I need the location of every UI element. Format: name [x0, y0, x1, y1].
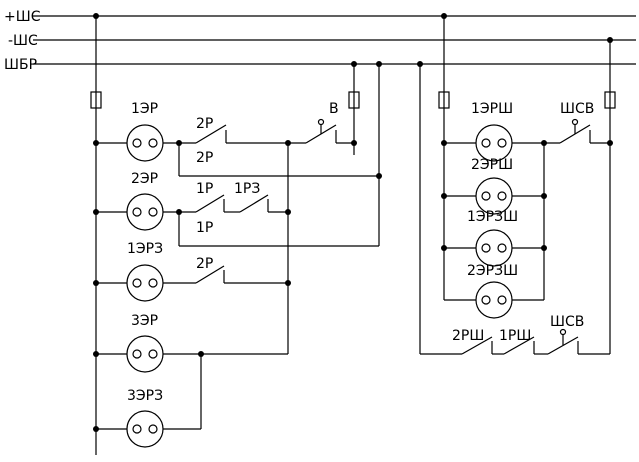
lamp-2erzsh — [475, 281, 513, 319]
lamp-3er-label: 3ЭР — [131, 313, 158, 329]
bus-plus-shs-label: +ШС — [4, 9, 41, 25]
contact-2r-b-label: 2Р — [196, 150, 213, 166]
fuse-shsv — [604, 91, 616, 109]
junction-dot — [376, 61, 382, 67]
junction-dot — [93, 426, 99, 432]
contact-2r-a-blade — [195, 124, 227, 144]
fuse-right — [438, 91, 450, 109]
fuse-left — [90, 91, 102, 109]
junction-dot — [93, 13, 99, 19]
junction-dot — [417, 61, 423, 67]
contact-1r-a-blade — [195, 194, 225, 213]
contact-1rz-label: 1РЗ — [234, 181, 260, 197]
lamp-3er — [126, 335, 164, 373]
contact-1r-a-label: 1Р — [196, 181, 213, 197]
lamp-3erz-label: 3ЭРЗ — [127, 388, 163, 404]
junction-dot — [441, 13, 447, 19]
junction-dot — [541, 193, 547, 199]
fuse-v — [348, 91, 360, 109]
lamp-1ersh-label: 1ЭРШ — [471, 101, 513, 117]
lamp-1erzsh — [475, 229, 513, 267]
contact-2r-c-label: 2Р — [196, 256, 213, 272]
contact-shsv-b-label: ШСВ — [550, 314, 584, 330]
junction-dot — [441, 193, 447, 199]
bus-shbr-label: ШБР — [4, 57, 37, 73]
lamp-1erz-label: 1ЭРЗ — [127, 241, 163, 257]
lamp-1ersh — [475, 124, 513, 162]
contact-1rz-blade — [239, 194, 269, 213]
lamp-2er — [126, 193, 164, 231]
contact-2rsh-label: 2РШ — [452, 328, 484, 344]
contact-2r-a-label: 2Р — [196, 116, 213, 132]
lamp-1erz — [126, 264, 164, 302]
contact-1r-b-label: 1Р — [196, 220, 213, 236]
lamp-1er — [126, 124, 164, 162]
junction-dot — [93, 280, 99, 286]
junction-dot — [607, 37, 613, 43]
junction-dot — [351, 61, 357, 67]
contact-shsv-a-label: ШСВ — [560, 101, 594, 117]
contact-shsv-b-actuator-head — [559, 328, 567, 336]
lamp-2erzsh-label: 2ЭРЗШ — [467, 263, 518, 279]
junction-dot — [541, 140, 547, 146]
junction-dot — [93, 209, 99, 215]
junction-dot — [441, 245, 447, 251]
junction-dot — [93, 351, 99, 357]
lamp-1erzsh-label: 1ЭРЗШ — [467, 209, 518, 225]
junction-dot — [541, 245, 547, 251]
lamp-3erz — [126, 410, 164, 448]
contact-2rsh-blade — [461, 336, 493, 355]
contact-1rsh-label: 1РШ — [499, 328, 531, 344]
contact-v-actuator-head — [317, 118, 325, 126]
contact-v-label: В — [329, 101, 339, 117]
junction-dot — [93, 140, 99, 146]
contact-shsv-a-actuator-head — [571, 118, 579, 126]
contact-2r-c-blade — [195, 265, 225, 284]
junction-dot — [441, 140, 447, 146]
lamp-1er-label: 1ЭР — [131, 101, 158, 117]
bus-minus-shs-label: -ШС — [8, 33, 38, 49]
lamp-2ersh-label: 2ЭРШ — [471, 157, 513, 173]
lamp-2er-label: 2ЭР — [131, 171, 158, 187]
contact-shsv-b-blade — [547, 336, 579, 355]
contact-1rsh-blade — [503, 336, 535, 355]
